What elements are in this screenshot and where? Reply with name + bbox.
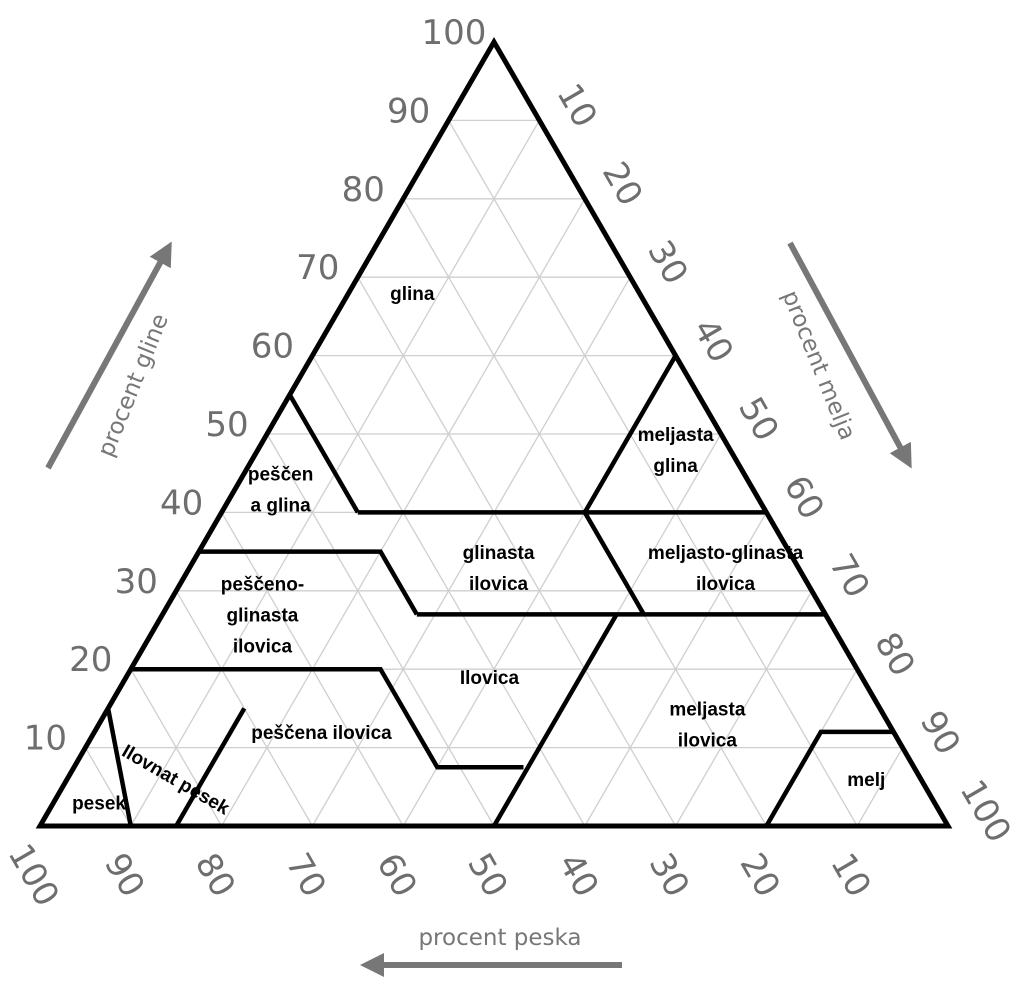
texture-boundaries xyxy=(105,354,894,828)
region-label-line: peščeno- xyxy=(221,574,304,595)
region-label-line: glinasta xyxy=(463,543,535,564)
silt-tick-label: 100 xyxy=(952,773,1019,849)
region-label: pesek xyxy=(72,793,126,814)
clay-tick-label: 20 xyxy=(69,640,112,680)
clay-tick-label: 100 xyxy=(422,13,487,53)
region-label-line: ilovica xyxy=(696,574,756,595)
grid-line-sand xyxy=(357,276,677,827)
grid-line-silt xyxy=(584,512,767,827)
silt-tick-label: 20 xyxy=(594,155,650,212)
grid-line-sand xyxy=(266,433,495,827)
grid-line-sand xyxy=(448,120,858,827)
region-label-line: melj xyxy=(847,770,885,791)
grid-line-sand xyxy=(130,668,223,827)
region-label-line: peščen xyxy=(248,464,313,485)
region-label-line: ilovica xyxy=(233,636,293,657)
silt-axis-title: procent melja xyxy=(777,287,861,444)
sand-tick-label: 60 xyxy=(368,847,424,904)
triangle-outline xyxy=(35,37,953,829)
class-boundary xyxy=(130,666,524,770)
region-label: peščeno-glinasta ilovica xyxy=(221,574,304,657)
region-label-line: Ilovnat pesek xyxy=(118,741,233,820)
region-label: melj xyxy=(847,770,885,791)
silt-tick-label: 90 xyxy=(912,704,968,761)
clay-axis-arrow xyxy=(45,241,172,470)
clay-tick-label: 80 xyxy=(342,170,385,210)
region-label: Ilovica xyxy=(460,668,520,689)
region-label-line: a glina xyxy=(251,495,312,516)
class-boundary xyxy=(582,354,678,616)
sand-tick-label: 80 xyxy=(187,847,243,904)
clay-tick-label: 10 xyxy=(24,719,67,759)
region-label-line: meljasto-glinasta xyxy=(648,543,804,564)
clay-tick-label: 40 xyxy=(160,483,203,523)
class-boundary xyxy=(764,729,894,828)
silt-tick-label: 80 xyxy=(866,626,922,683)
region-label: meljasto-glinasta ilovica xyxy=(648,543,804,595)
region-label-line: glina xyxy=(390,284,435,305)
grid xyxy=(84,119,904,827)
sand-axis-title: procent peska xyxy=(418,925,581,951)
clay-tick-label: 90 xyxy=(387,91,430,131)
texture-class-labels: glina meljasta glina peščen a glina glinasta i… xyxy=(72,284,885,820)
silt-axis-arrow xyxy=(787,241,912,469)
region-label-line: peščena ilovica xyxy=(251,723,392,744)
region-label: peščen a glina xyxy=(248,464,313,516)
region-label-line: pesek xyxy=(72,793,126,814)
silt-tick-label: 40 xyxy=(685,312,741,369)
region-label: meljasta ilovica xyxy=(669,700,745,752)
class-boundary xyxy=(105,707,134,827)
clay-tick-label: 50 xyxy=(205,405,248,445)
class-boundary xyxy=(174,707,247,828)
silt-tick-label: 70 xyxy=(821,547,877,604)
clay-tick-label: 70 xyxy=(296,248,339,288)
region-label-line: ilovica xyxy=(469,574,529,595)
region-label: glinasta ilovica xyxy=(463,543,535,595)
class-boundary xyxy=(198,549,419,616)
region-label: glina xyxy=(390,284,435,305)
region-label: Ilovnat pesek xyxy=(118,741,233,820)
sand-tick-label: 10 xyxy=(822,847,878,904)
sand-tick-label: 90 xyxy=(96,847,152,904)
class-boundary xyxy=(492,613,619,828)
region-label-line: Ilovica xyxy=(460,668,520,689)
silt-tick-label: 50 xyxy=(730,391,786,448)
sand-tick-label: 100 xyxy=(0,837,67,913)
sand-tick-label: 20 xyxy=(732,847,788,904)
grid-line-silt xyxy=(675,590,813,827)
clay-axis-title: procent gline xyxy=(93,310,174,460)
grid-line-silt xyxy=(311,276,631,827)
sand-tick-label: 40 xyxy=(550,847,606,904)
silt-tick-label: 10 xyxy=(549,77,605,134)
grid-line-silt xyxy=(856,747,904,827)
grid-line-sand xyxy=(84,747,132,827)
silt-tick-label: 60 xyxy=(776,469,832,526)
region-label-line: ilovica xyxy=(678,731,738,752)
region-label: meljasta glina xyxy=(638,425,714,477)
region-label-line: glina xyxy=(653,456,698,477)
silt-tick-label: 30 xyxy=(639,234,695,291)
region-label-line: glinasta xyxy=(227,605,299,626)
clay-tick-label: 60 xyxy=(251,327,294,367)
region-label: peščena ilovica xyxy=(251,723,392,744)
region-label-line: meljasta xyxy=(669,700,745,721)
sand-tick-label: 50 xyxy=(459,847,515,904)
clay-tick-label: 30 xyxy=(115,562,158,602)
region-label-line: meljasta xyxy=(638,425,714,446)
sand-tick-label: 70 xyxy=(278,847,334,904)
sand-tick-label: 30 xyxy=(641,847,697,904)
class-boundary xyxy=(287,393,360,514)
